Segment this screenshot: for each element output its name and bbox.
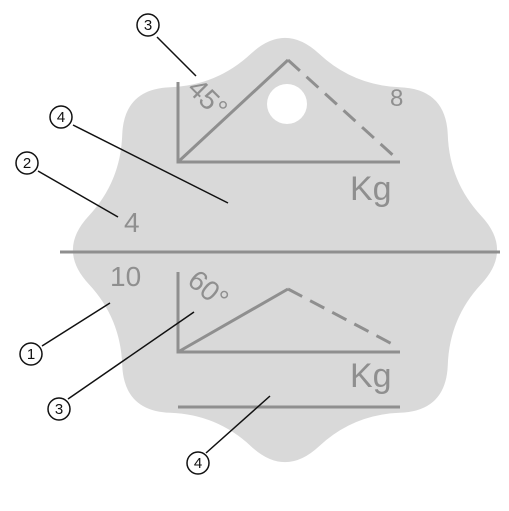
top-capacity-value: 8 xyxy=(390,85,403,112)
callout-3-top-leader xyxy=(156,36,197,77)
callout-4-top-circle xyxy=(49,105,73,129)
top-sling-line xyxy=(176,58,290,164)
callout-4-bottom-leader xyxy=(205,395,271,454)
bottom-unit-label: Kg xyxy=(350,357,392,395)
bottom-sling-dashed-line xyxy=(287,287,397,348)
callout-1-label: 1 xyxy=(27,346,35,363)
callout-3-bottom-circle xyxy=(47,397,71,421)
mounting-hole xyxy=(267,84,307,124)
callout-3-top-circle xyxy=(136,13,160,37)
callout-1-circle xyxy=(19,342,43,366)
bottom-side-value: 10 xyxy=(110,261,141,292)
callout-4-top-leader xyxy=(72,124,229,204)
callout-3-bottom-leader xyxy=(67,311,195,400)
callout-1-leader xyxy=(41,302,111,347)
top-unit-label: Kg xyxy=(350,170,392,208)
bottom-sling-pictogram xyxy=(176,272,400,354)
callout-4-top-label: 4 xyxy=(57,109,65,126)
callout-4-bottom-circle xyxy=(186,451,210,475)
callout-4-bottom-label: 4 xyxy=(194,455,202,472)
callout-2-leader xyxy=(37,170,119,218)
top-side-value: 4 xyxy=(124,207,140,238)
bottom-sling-line xyxy=(177,287,289,354)
callout-3-top-label: 3 xyxy=(144,17,152,34)
top-sling-pictogram xyxy=(176,58,400,164)
callout-3-bottom-label: 3 xyxy=(55,401,63,418)
callout-2-circle xyxy=(15,151,39,175)
callout-2-label: 2 xyxy=(23,155,31,172)
